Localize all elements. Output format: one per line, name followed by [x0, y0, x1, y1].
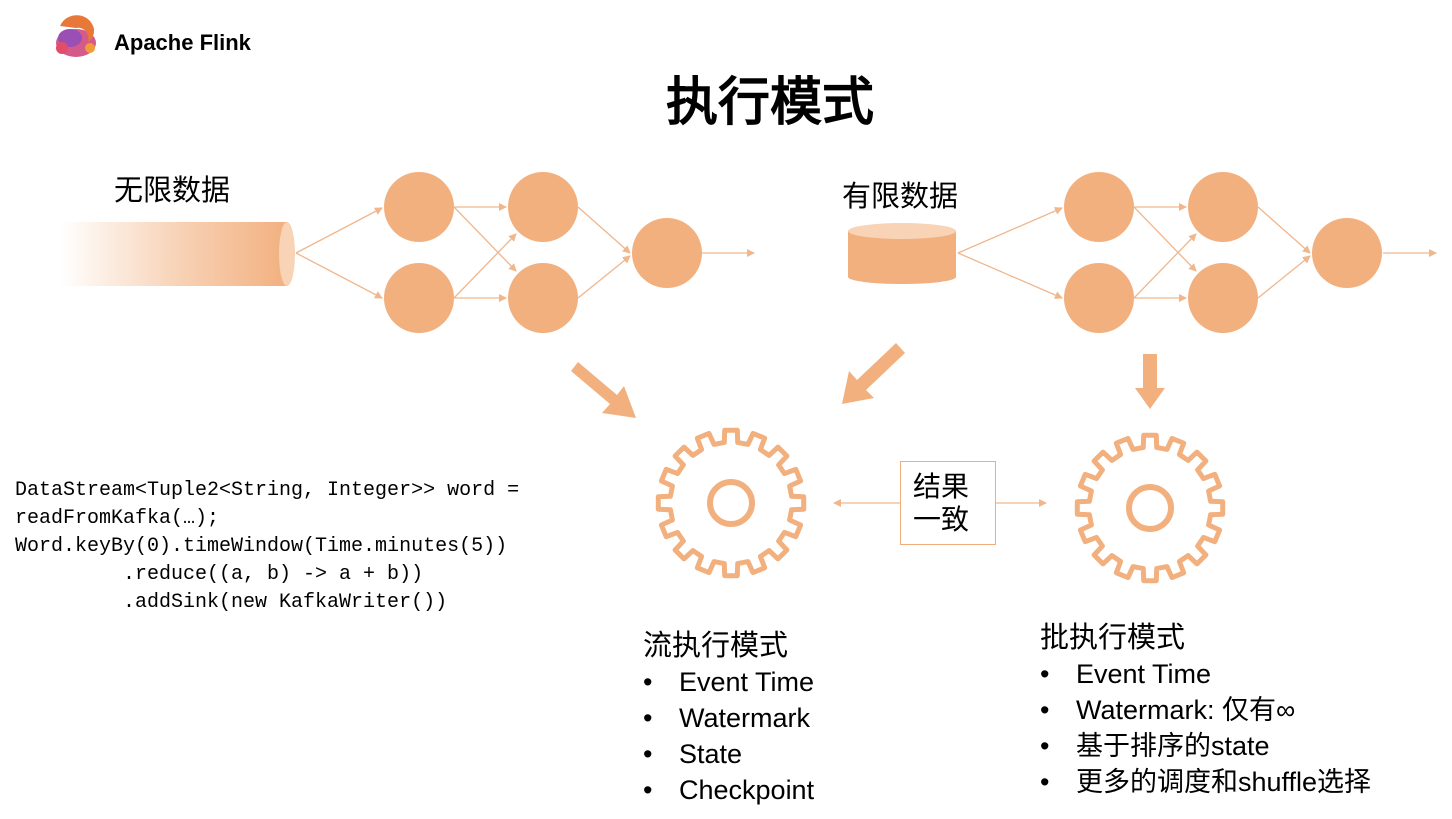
- gear-teeth: [655, 427, 807, 579]
- stream-node: [508, 172, 578, 242]
- feature-text: Event Time: [679, 667, 815, 697]
- feature-item: • Watermark: 仅有∞: [1040, 692, 1371, 728]
- result-consistent-label: 结果一致: [913, 471, 970, 535]
- brand-name: Apache Flink: [114, 30, 251, 55]
- stream-gear-icon: [655, 427, 807, 579]
- batch-mode-panel: 批执行模式 • Event Time • Watermark: 仅有∞ • 基于排序的…: [1040, 614, 1371, 800]
- bounded-to-stream-arrow: [842, 343, 905, 404]
- flink-logo: [56, 15, 96, 57]
- bullet: •: [1040, 695, 1050, 725]
- feature-text: Watermark: [679, 703, 811, 733]
- bullet: •: [643, 703, 653, 733]
- bounded-dataset-cylinder: [848, 223, 956, 284]
- batch-gear-icon: [1074, 432, 1226, 584]
- stream-node: [384, 263, 454, 333]
- feature-item: • Event Time: [1040, 656, 1371, 692]
- batch-dataflow-nodes: [1064, 172, 1382, 333]
- page-title: 执行模式: [665, 74, 874, 132]
- gear-teeth: [1074, 432, 1226, 584]
- feature-item: • Event Time: [643, 664, 814, 700]
- feature-text: 基于排序的state: [1076, 731, 1270, 761]
- unbounded-data-label: 无限数据: [114, 175, 231, 207]
- batch-node: [1188, 172, 1258, 242]
- feature-text: Event Time: [1076, 659, 1212, 689]
- bullet: •: [643, 667, 653, 697]
- gear-hub: [1126, 484, 1174, 532]
- feature-item: • Watermark: [643, 700, 814, 736]
- unbounded-stream-tube: [60, 222, 295, 286]
- batch-node: [1188, 263, 1258, 333]
- feature-item: • 基于排序的state: [1040, 728, 1371, 764]
- stream-dataflow-nodes: [384, 172, 702, 333]
- code-line: .addSink(new KafkaWriter()): [15, 591, 448, 614]
- bullet: •: [643, 739, 653, 769]
- bounded-data-label: 有限数据: [842, 181, 959, 213]
- feature-item: • Checkpoint: [643, 772, 814, 808]
- batch-down-arrow: [1135, 354, 1165, 409]
- stream-node: [508, 263, 578, 333]
- stream-mode-features: • Event Time • Watermark • State • Checkpoin…: [643, 664, 814, 808]
- batch-node: [1064, 263, 1134, 333]
- batch-mode-title: 批执行模式: [1040, 622, 1186, 654]
- stream-mode-title: 流执行模式: [643, 630, 789, 662]
- stream-node: [632, 218, 702, 288]
- gear-hub: [707, 479, 755, 527]
- batch-mode-features: •Event Time •Watermark: 仅有∞ •基于排序的state …: [1040, 656, 1371, 800]
- result-consistent-box: 结果一致: [900, 461, 996, 545]
- bullet: •: [643, 775, 653, 805]
- code-snippet: DataStream<Tuple2<String, Integer>> word…: [15, 477, 519, 617]
- bullet: •: [1040, 731, 1050, 761]
- feature-text: State: [679, 739, 743, 769]
- code-line: DataStream<Tuple2<String, Integer>> word…: [15, 479, 520, 502]
- stream-mode-panel: 流执行模式 • Event Time • Watermark • State • Che…: [643, 622, 814, 808]
- code-line: .reduce((a, b) -> a + b)): [15, 563, 424, 586]
- stream-node: [384, 172, 454, 242]
- bullet: •: [1040, 767, 1050, 797]
- feature-text: 更多的调度和shuffle选择: [1076, 767, 1372, 797]
- stream-dataflow-edges: [295, 203, 755, 302]
- feature-text: Watermark: 仅有∞: [1076, 695, 1296, 725]
- batch-dataflow-edges: [957, 203, 1437, 302]
- feature-item: • State: [643, 736, 814, 772]
- code-line: Word.keyBy(0).timeWindow(Time.minutes(5)…: [15, 535, 508, 558]
- feature-text: Checkpoint: [679, 775, 815, 805]
- batch-node: [1064, 172, 1134, 242]
- unbounded-to-stream-arrow: [571, 362, 636, 418]
- code-line: readFromKafka(…);: [15, 507, 220, 530]
- feature-item: • 更多的调度和shuffle选择: [1040, 764, 1371, 800]
- batch-node: [1312, 218, 1382, 288]
- bullet: •: [1040, 659, 1050, 689]
